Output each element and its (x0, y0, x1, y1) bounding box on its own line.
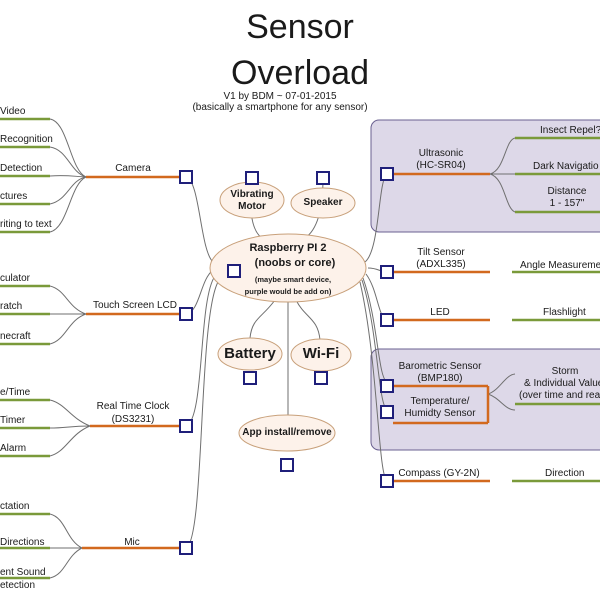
leaf-distance-1: Distance (547, 186, 587, 197)
checkbox-temp[interactable] (380, 405, 394, 419)
leaf-led: Flashlight (543, 307, 586, 318)
connector-baro (362, 277, 388, 383)
leaf-clock-0: e/Time (0, 387, 31, 398)
vibrating-label-2: Motor (238, 201, 266, 212)
title-line-2: Overload (231, 54, 369, 92)
leaf-storm-3: (over time and rea (519, 390, 600, 401)
node-speaker[interactable] (290, 187, 356, 219)
node-raspberry-pi[interactable] (209, 233, 367, 303)
addon-box-environment (370, 348, 600, 451)
ultrasonic-label-1: Ultrasonic (418, 148, 464, 159)
tilt-label-1: Tilt Sensor (417, 247, 465, 258)
checkbox-vibrating[interactable] (245, 171, 259, 185)
connector-mic (185, 281, 219, 549)
connector-wifi (295, 299, 321, 341)
checkbox-wifi[interactable] (314, 371, 328, 385)
checkbox-app[interactable] (280, 458, 294, 472)
center-name-line-1: Raspberry PI 2 (249, 242, 327, 254)
node-battery[interactable] (217, 337, 283, 371)
tilt-label-2: (ADXL335) (416, 259, 466, 270)
title-line-1: Sensor (246, 8, 354, 46)
leaf-clock-1: Timer (0, 415, 26, 426)
checkbox-touch[interactable] (179, 307, 193, 321)
checkbox-led[interactable] (380, 313, 394, 327)
checkbox-battery[interactable] (243, 371, 257, 385)
leaf-ultrasonic-1: Dark Navigatio (533, 161, 599, 172)
leaf-compass: Direction (545, 468, 585, 479)
checkbox-compass[interactable] (380, 474, 394, 488)
leaf-clock-2: Alarm (0, 443, 27, 454)
checkbox-speaker[interactable] (316, 171, 330, 185)
wifi-label: Wi-Fi (302, 345, 340, 362)
checkbox-baro[interactable] (380, 379, 394, 393)
checkbox-camera[interactable] (179, 170, 193, 184)
ultrasonic-label-2: (HC-SR04) (416, 160, 466, 171)
leaf-storm-2: & Individual Value (524, 378, 600, 389)
checkbox-tilt[interactable] (380, 265, 394, 279)
leaf-mic-3: etection (0, 580, 36, 591)
node-app-install[interactable] (238, 414, 336, 452)
app-label: App install/remove (242, 427, 332, 438)
checkbox-clock[interactable] (179, 419, 193, 433)
camera-label: Camera (115, 163, 151, 174)
vibrating-label-1: Vibrating (230, 189, 274, 200)
baro-label-2: (BMP180) (417, 373, 463, 384)
center-name-line-2: (noobs or core) (254, 257, 336, 269)
touch-label: Touch Screen LCD (93, 300, 177, 311)
connector-camera (185, 176, 214, 263)
checkbox-raspberry[interactable] (227, 264, 241, 278)
tagline: (basically a smartphone for any sensor) (192, 102, 368, 113)
leaf-camera-1: Recognition (0, 134, 53, 145)
checkbox-mic[interactable] (179, 541, 193, 555)
addon-box-ultrasonic (370, 119, 600, 233)
leaf-touch-0: culator (0, 273, 31, 284)
leaf-camera-2: Detection (0, 163, 43, 174)
byline: V1 by BDM ~ 07-01-2015 (223, 91, 337, 102)
checkbox-ultrasonic[interactable] (380, 167, 394, 181)
leaf-tilt: Angle Measureme (520, 260, 600, 271)
leaf-touch-1: ratch (0, 301, 23, 312)
speaker-label: Speaker (303, 197, 343, 208)
temp-label-2: Humidty Sensor (404, 408, 476, 419)
temp-label-1: Temperature/ (410, 396, 470, 407)
led-label: LED (430, 307, 450, 318)
leaf-mic-1: Directions (0, 537, 45, 548)
baro-label-1: Barometric Sensor (398, 361, 482, 372)
leaf-distance-2: 1 - 157" (549, 198, 585, 209)
center-note-line-1: (maybe smart device, (254, 275, 332, 284)
center-note-line-2: purple would be add on) (244, 287, 332, 296)
leaf-mic-2: ent Sound (0, 567, 46, 578)
connector-clock (185, 275, 216, 427)
clock-label-1: Real Time Clock (96, 401, 170, 412)
connector-battery (249, 299, 276, 339)
leaf-ultrasonic-0: Insect Repel? (540, 125, 600, 136)
clock-label-2: (DS3231) (111, 414, 155, 425)
compass-label: Compass (GY-2N) (398, 468, 480, 479)
mic-label: Mic (124, 537, 140, 548)
battery-label: Battery (224, 345, 276, 362)
leaf-camera-4: riting to text (0, 219, 52, 230)
leaf-mic-0: ctation (0, 501, 30, 512)
leaf-touch-2: necraft (0, 331, 31, 342)
leaf-storm-1: Storm (551, 366, 579, 377)
leaf-camera-3: ctures (0, 191, 28, 202)
leaf-camera-0: Video (0, 106, 26, 117)
